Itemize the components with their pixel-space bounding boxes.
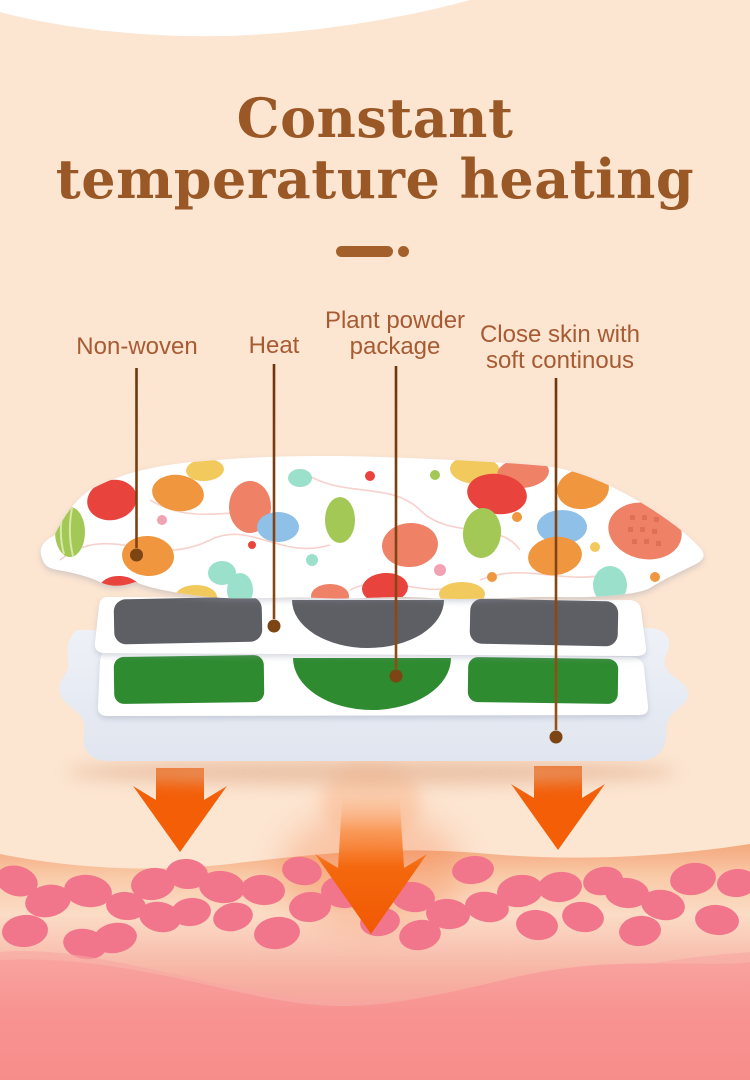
label-plant-powder: Plant powder package [325,308,465,360]
leader-dot-plant-powder [389,669,403,683]
skin-illustration [0,810,750,1080]
heat-arrow-left [133,768,227,852]
title-divider [0,245,750,259]
skin-cells [0,855,750,960]
title-line-2: temperature heating [55,147,695,211]
divider-dash [336,246,393,257]
label-heat: Heat [249,333,300,359]
leader-dot-heat [267,619,281,633]
label-plant-powder-line1: Plant powder [324,307,466,334]
nonwoven-cover-layer [40,456,704,599]
label-heat-text: Heat [248,332,300,359]
label-close-skin-line1: Close skin with [479,321,641,348]
heat-arrow-middle [315,788,427,934]
label-non-woven-text: Non-woven [76,333,198,360]
plant-powder-layer [97,652,649,716]
pattern-dots [157,470,660,582]
label-plant-powder-line2: package [349,333,441,360]
page-title: Constant temperature heating [0,88,750,210]
title-line-1: Constant [236,86,514,150]
heat-arrow-right [511,766,605,850]
label-close-skin-line2: soft continous [485,347,635,374]
skin-deep-layer [0,959,750,1080]
patch-shadow [67,759,677,785]
divider-dot [398,246,409,257]
top-wave-decoration [0,0,470,37]
heating-element-layer [94,596,647,656]
label-close-skin: Close skin with soft continous [480,322,640,374]
label-non-woven: Non-woven [76,334,197,360]
callout-lines [130,364,563,744]
leader-dot-non-woven [130,548,143,562]
patch-layers [40,456,704,785]
leader-dot-close-skin [549,730,563,744]
